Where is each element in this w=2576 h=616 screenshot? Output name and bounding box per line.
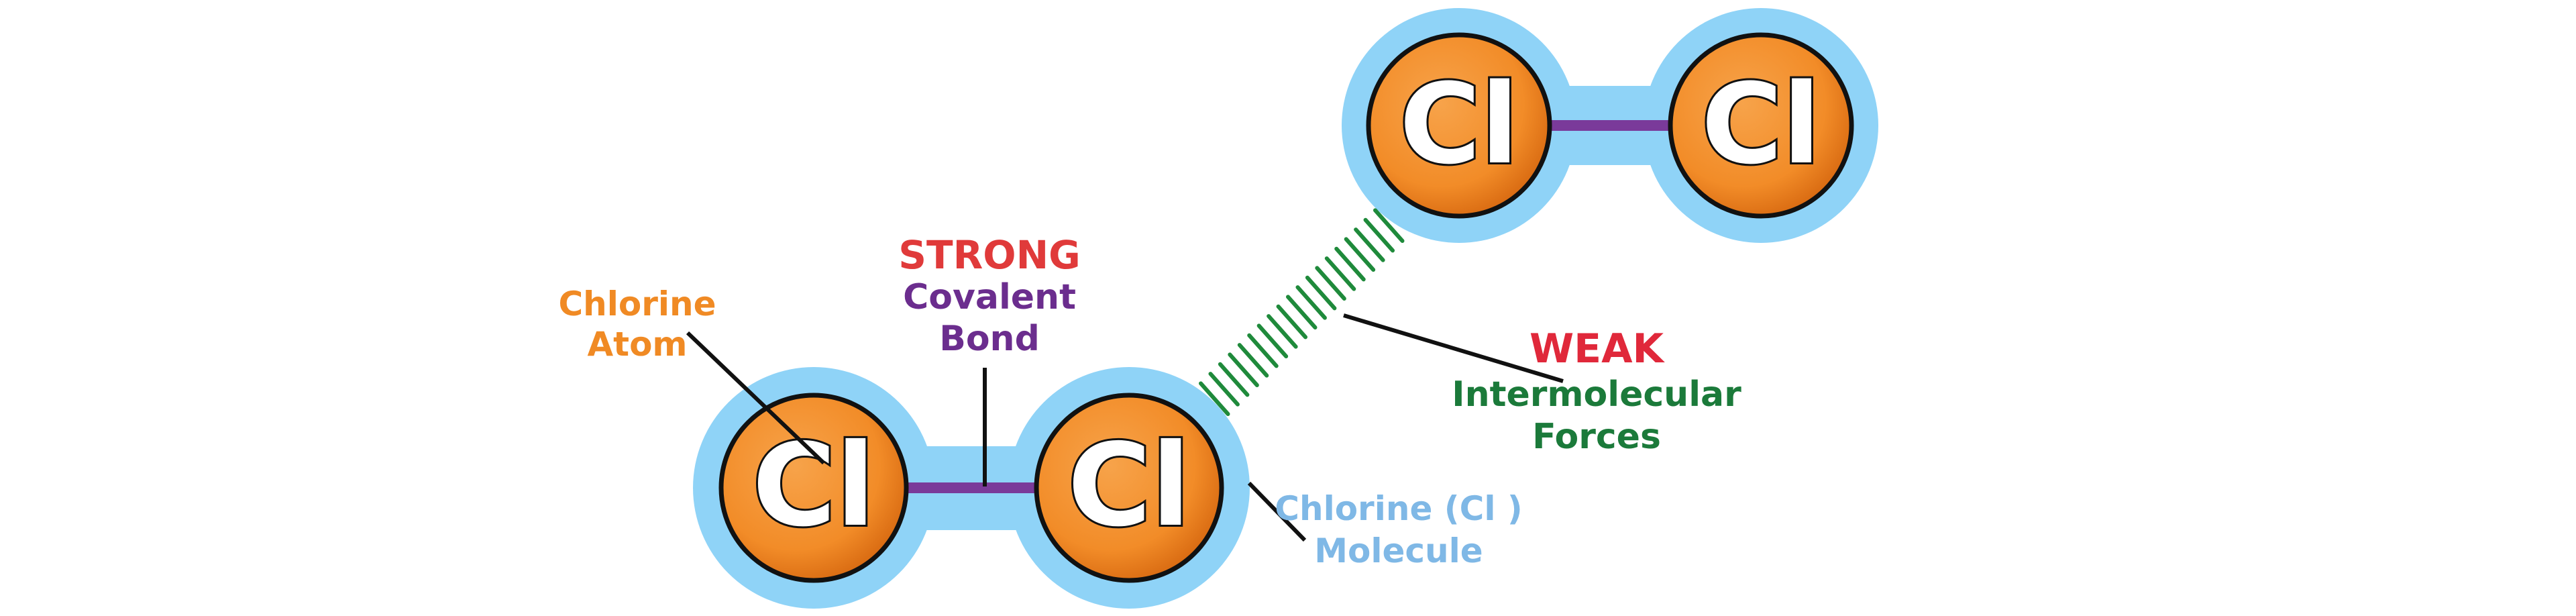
label-chlorine-molecule: Chlorine (Cl ) Molecule [1275,489,1522,570]
atom-2: Cl [1034,393,1224,583]
force-hatch-line [1228,352,1259,387]
label-forces: Forces [1532,417,1661,457]
label-covalent-bond: STRONG Covalent Bond [898,232,1080,359]
label-molecule-line1: Chlorine (Cl ) [1275,489,1522,528]
label-chlorine-atom-line2: Atom [587,325,687,364]
force-hatch-line [1305,275,1337,311]
atom-1-symbol: Cl [752,419,875,552]
leader-line-chlorine-atom [686,331,826,465]
force-hatch-line [1295,285,1327,320]
label-chlorine-atom-line1: Chlorine [558,285,716,323]
force-hatch-line [1199,381,1230,416]
force-hatch-line [1286,295,1318,329]
force-hatch-line [1247,333,1279,368]
force-hatch-line [1324,256,1356,291]
label-intermolecular-forces: WEAK Intermolecular Forces [1452,325,1741,457]
label-strong: STRONG [898,232,1080,278]
atom-3: Cl [1366,32,1552,219]
atom-2-symbol: Cl [1067,419,1190,552]
force-hatch-line [1363,217,1395,253]
atom-4-symbol: Cl [1701,60,1821,189]
intermolecular-force-lines [1199,208,1405,416]
label-molecule-line2: Molecule [1314,531,1483,570]
label-covalent: Covalent [903,277,1076,317]
force-hatch-line [1208,372,1240,407]
leader-line-intermolecular [1343,313,1564,383]
label-intermolecular: Intermolecular [1452,374,1741,415]
force-hatch-line [1256,323,1289,358]
leader-line-molecule [1247,481,1307,542]
label-bond: Bond [939,319,1040,359]
force-hatch-line [1344,237,1376,272]
force-hatch-line [1315,266,1346,301]
atom-3-symbol: Cl [1399,60,1519,189]
force-hatch-line [1276,304,1308,340]
force-hatch-line [1267,314,1298,349]
force-hatch-line [1237,343,1269,378]
force-hatch-line [1334,246,1366,282]
atom-1: Cl [718,393,909,583]
label-chlorine-atom: Chlorine Atom [558,285,716,364]
force-hatch-line [1373,208,1405,243]
force-hatch-line [1218,362,1250,397]
label-weak: WEAK [1529,325,1666,372]
atom-4: Cl [1668,32,1854,219]
force-hatch-line [1354,227,1385,262]
